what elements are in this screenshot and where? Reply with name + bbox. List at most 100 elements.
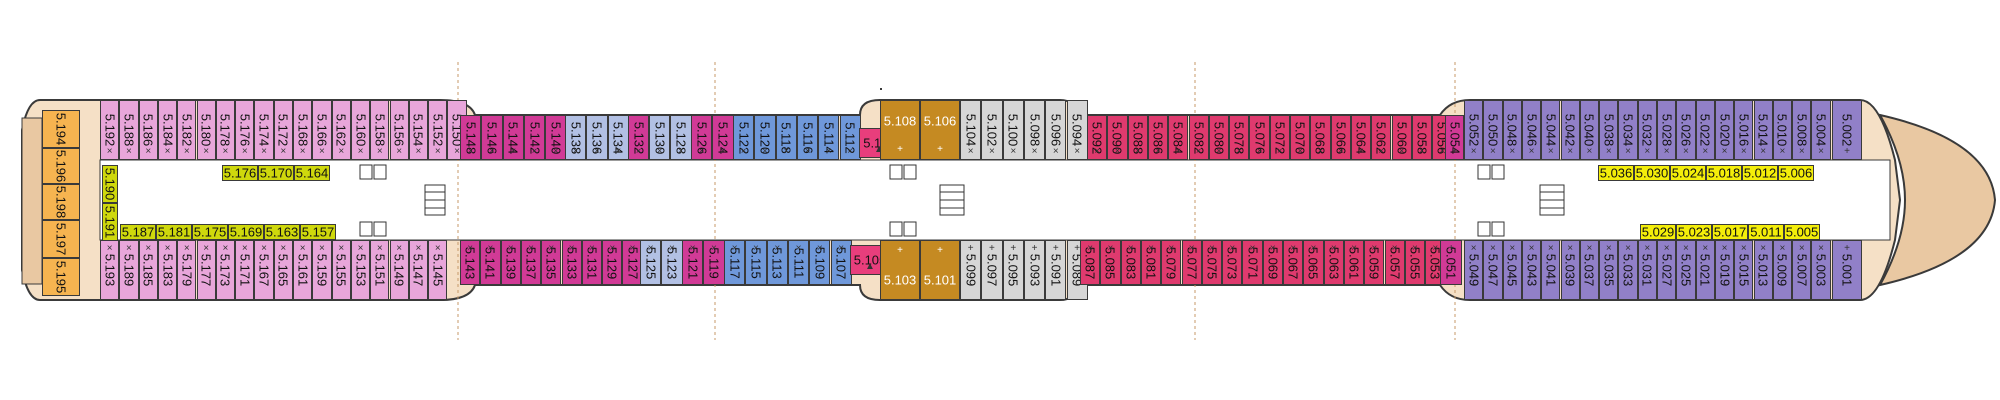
cabin-5-034[interactable]: 5.034× [1618, 100, 1638, 160]
cabin-5-021[interactable]: 5.021× [1695, 240, 1715, 300]
cabin-5-005[interactable]: 5.005 [1784, 224, 1820, 240]
cabin-5-057[interactable]: 5.057× [1384, 240, 1405, 285]
cabin-5-122[interactable]: 5.122× [733, 115, 755, 160]
cabin-5-104[interactable]: 5.104× [960, 100, 982, 160]
cabin-5-143[interactable]: 5.143× [460, 240, 481, 285]
cabin-5-147[interactable]: 5.147× [408, 240, 429, 300]
cabin-5-178[interactable]: 5.178× [215, 100, 236, 160]
cabin-5-162[interactable]: 5.162× [331, 100, 351, 160]
cabin-5-146[interactable]: 5.146× [481, 115, 503, 160]
cabin-5-169[interactable]: 5.169 [228, 224, 264, 240]
cabin-5-120[interactable]: 5.120× [754, 115, 776, 160]
cabin-5-094[interactable]: 5.094× [1066, 100, 1088, 160]
cabin-5-082[interactable]: 5.082× [1188, 115, 1209, 160]
cabin-5-083[interactable]: 5.083× [1120, 240, 1141, 285]
cabin-5-028[interactable]: 5.028× [1657, 100, 1677, 160]
cabin-5-016[interactable]: 5.016× [1734, 100, 1754, 160]
cabin-5-080[interactable]: 5.080× [1208, 115, 1230, 160]
cabin-5-038[interactable]: 5.038× [1599, 100, 1619, 160]
cabin-5-126[interactable]: 5.126× [691, 115, 713, 160]
cabin-5-059[interactable]: 5.059× [1364, 240, 1385, 285]
cabin-5-182[interactable]: 5.182× [177, 100, 197, 160]
cabin-5-171[interactable]: 5.171× [235, 240, 255, 300]
cabin-5-055[interactable]: 5.055× [1404, 240, 1426, 285]
cabin-5-037[interactable]: 5.037× [1579, 240, 1600, 300]
cabin-5-031[interactable]: 5.031× [1637, 240, 1657, 300]
cabin-5-010[interactable]: 5.010× [1772, 100, 1793, 160]
cabin-5-035[interactable]: 5.035× [1599, 240, 1619, 300]
cabin-5-032[interactable]: 5.032× [1637, 100, 1657, 160]
cabin-5-051[interactable]: 5.051+ [1440, 240, 1463, 285]
cabin-5-046[interactable]: 5.046× [1521, 100, 1542, 160]
cabin-5-137[interactable]: 5.137× [520, 240, 542, 285]
cabin-5-001[interactable]: 5.001+ [1832, 240, 1862, 300]
cabin-5-099[interactable]: 5.099+ [960, 240, 982, 300]
cabin-5-087[interactable]: 5.087× [1080, 240, 1101, 285]
cabin-5-011[interactable]: 5.011 [1748, 224, 1784, 240]
cabin-5-149[interactable]: 5.149× [389, 240, 409, 300]
cabin-5-180[interactable]: 5.180× [196, 100, 216, 160]
cabin-5-109[interactable]: 5.109× [809, 240, 831, 285]
cabin-5-179[interactable]: 5.179× [177, 240, 197, 300]
cabin-5-027[interactable]: 5.027× [1657, 240, 1677, 300]
cabin-5-004[interactable]: 5.004× [1811, 100, 1831, 160]
cabin-5-114[interactable]: 5.114× [818, 115, 840, 160]
cabin-5-070[interactable]: 5.070× [1290, 115, 1311, 160]
cabin-5-189[interactable]: 5.189× [119, 240, 139, 300]
cabin-5-047[interactable]: 5.047× [1483, 240, 1503, 300]
cabin-5-097[interactable]: 5.097+ [981, 240, 1003, 300]
cabin-5-138[interactable]: 5.138× [565, 115, 587, 160]
cabin-5-106[interactable]: 5.106+ [920, 100, 960, 160]
cabin-5-144[interactable]: 5.144× [502, 115, 524, 160]
cabin-5-116[interactable]: 5.116× [796, 115, 819, 160]
cabin-5-002[interactable]: 5.002+ [1832, 100, 1862, 160]
cabin-5-030[interactable]: 5.030 [1634, 165, 1670, 181]
cabin-5-142[interactable]: 5.142× [523, 115, 546, 160]
cabin-5-155[interactable]: 5.155× [331, 240, 351, 300]
cabin-5-186[interactable]: 5.186× [138, 100, 158, 160]
cabin-5-066[interactable]: 5.066× [1330, 115, 1351, 160]
cabin-5-139[interactable]: 5.139× [500, 240, 521, 285]
cabin-5-157[interactable]: 5.157 [300, 224, 336, 240]
cabin-5-177[interactable]: 5.177× [196, 240, 216, 300]
cabin-5-153[interactable]: 5.153× [350, 240, 371, 300]
cabin-5-136[interactable]: 5.136× [586, 115, 608, 160]
cabin-5-063[interactable]: 5.063× [1323, 240, 1344, 285]
cabin-5-190[interactable]: 5.190 [102, 165, 118, 203]
cabin-5-044[interactable]: 5.044× [1541, 100, 1561, 160]
cabin-5-135[interactable]: 5.135× [541, 240, 562, 285]
cabin-5-121[interactable]: 5.121× [682, 240, 704, 285]
cabin-5-168[interactable]: 5.168× [293, 100, 313, 160]
cabin-5-054[interactable]: 5.054+ [1445, 115, 1465, 160]
cabin-5-065[interactable]: 5.065× [1303, 240, 1324, 285]
cabin-5-023[interactable]: 5.023 [1676, 224, 1712, 240]
cabin-5-024[interactable]: 5.024 [1670, 165, 1706, 181]
cabin-5-015[interactable]: 5.015× [1734, 240, 1754, 300]
cabin-5-039[interactable]: 5.039× [1560, 240, 1580, 300]
cabin-5-117[interactable]: 5.117× [724, 240, 746, 285]
cabin-5-045[interactable]: 5.045× [1502, 240, 1522, 300]
cabin-5-043[interactable]: 5.043× [1521, 240, 1542, 300]
cabin-5-193[interactable]: 5.193× [100, 240, 120, 300]
cabin-5-085[interactable]: 5.085× [1100, 240, 1121, 285]
cabin-5-090[interactable]: 5.090× [1107, 115, 1128, 160]
cabin-5-163[interactable]: 5.163 [264, 224, 300, 240]
cabin-5-148[interactable]: 5.148× [460, 115, 482, 160]
cabin-5-033[interactable]: 5.033× [1618, 240, 1638, 300]
cabin-5-195[interactable]: 5.195 [42, 258, 80, 296]
cabin-5-192[interactable]: 5.192× [100, 100, 120, 160]
cabin-5-183[interactable]: 5.183× [157, 240, 178, 300]
cabin-5-166[interactable]: 5.166× [312, 100, 332, 160]
cabin-5-158[interactable]: 5.158× [370, 100, 390, 160]
cabin-5-048[interactable]: 5.048× [1502, 100, 1522, 160]
cabin-5-050[interactable]: 5.050× [1483, 100, 1503, 160]
cabin-5-159[interactable]: 5.159× [312, 240, 332, 300]
cabin-5-130[interactable]: 5.130× [649, 115, 671, 160]
cabin-5-019[interactable]: 5.019× [1714, 240, 1735, 300]
cabin-5-103[interactable]: 5.103+ [880, 240, 920, 300]
cabin-5-020[interactable]: 5.020× [1714, 100, 1735, 160]
cabin-5-115[interactable]: 5.115× [745, 240, 767, 285]
cabin-5-093[interactable]: 5.093+ [1023, 240, 1046, 300]
cabin-5-009[interactable]: 5.009× [1772, 240, 1793, 300]
cabin-5-060[interactable]: 5.060× [1391, 115, 1412, 160]
